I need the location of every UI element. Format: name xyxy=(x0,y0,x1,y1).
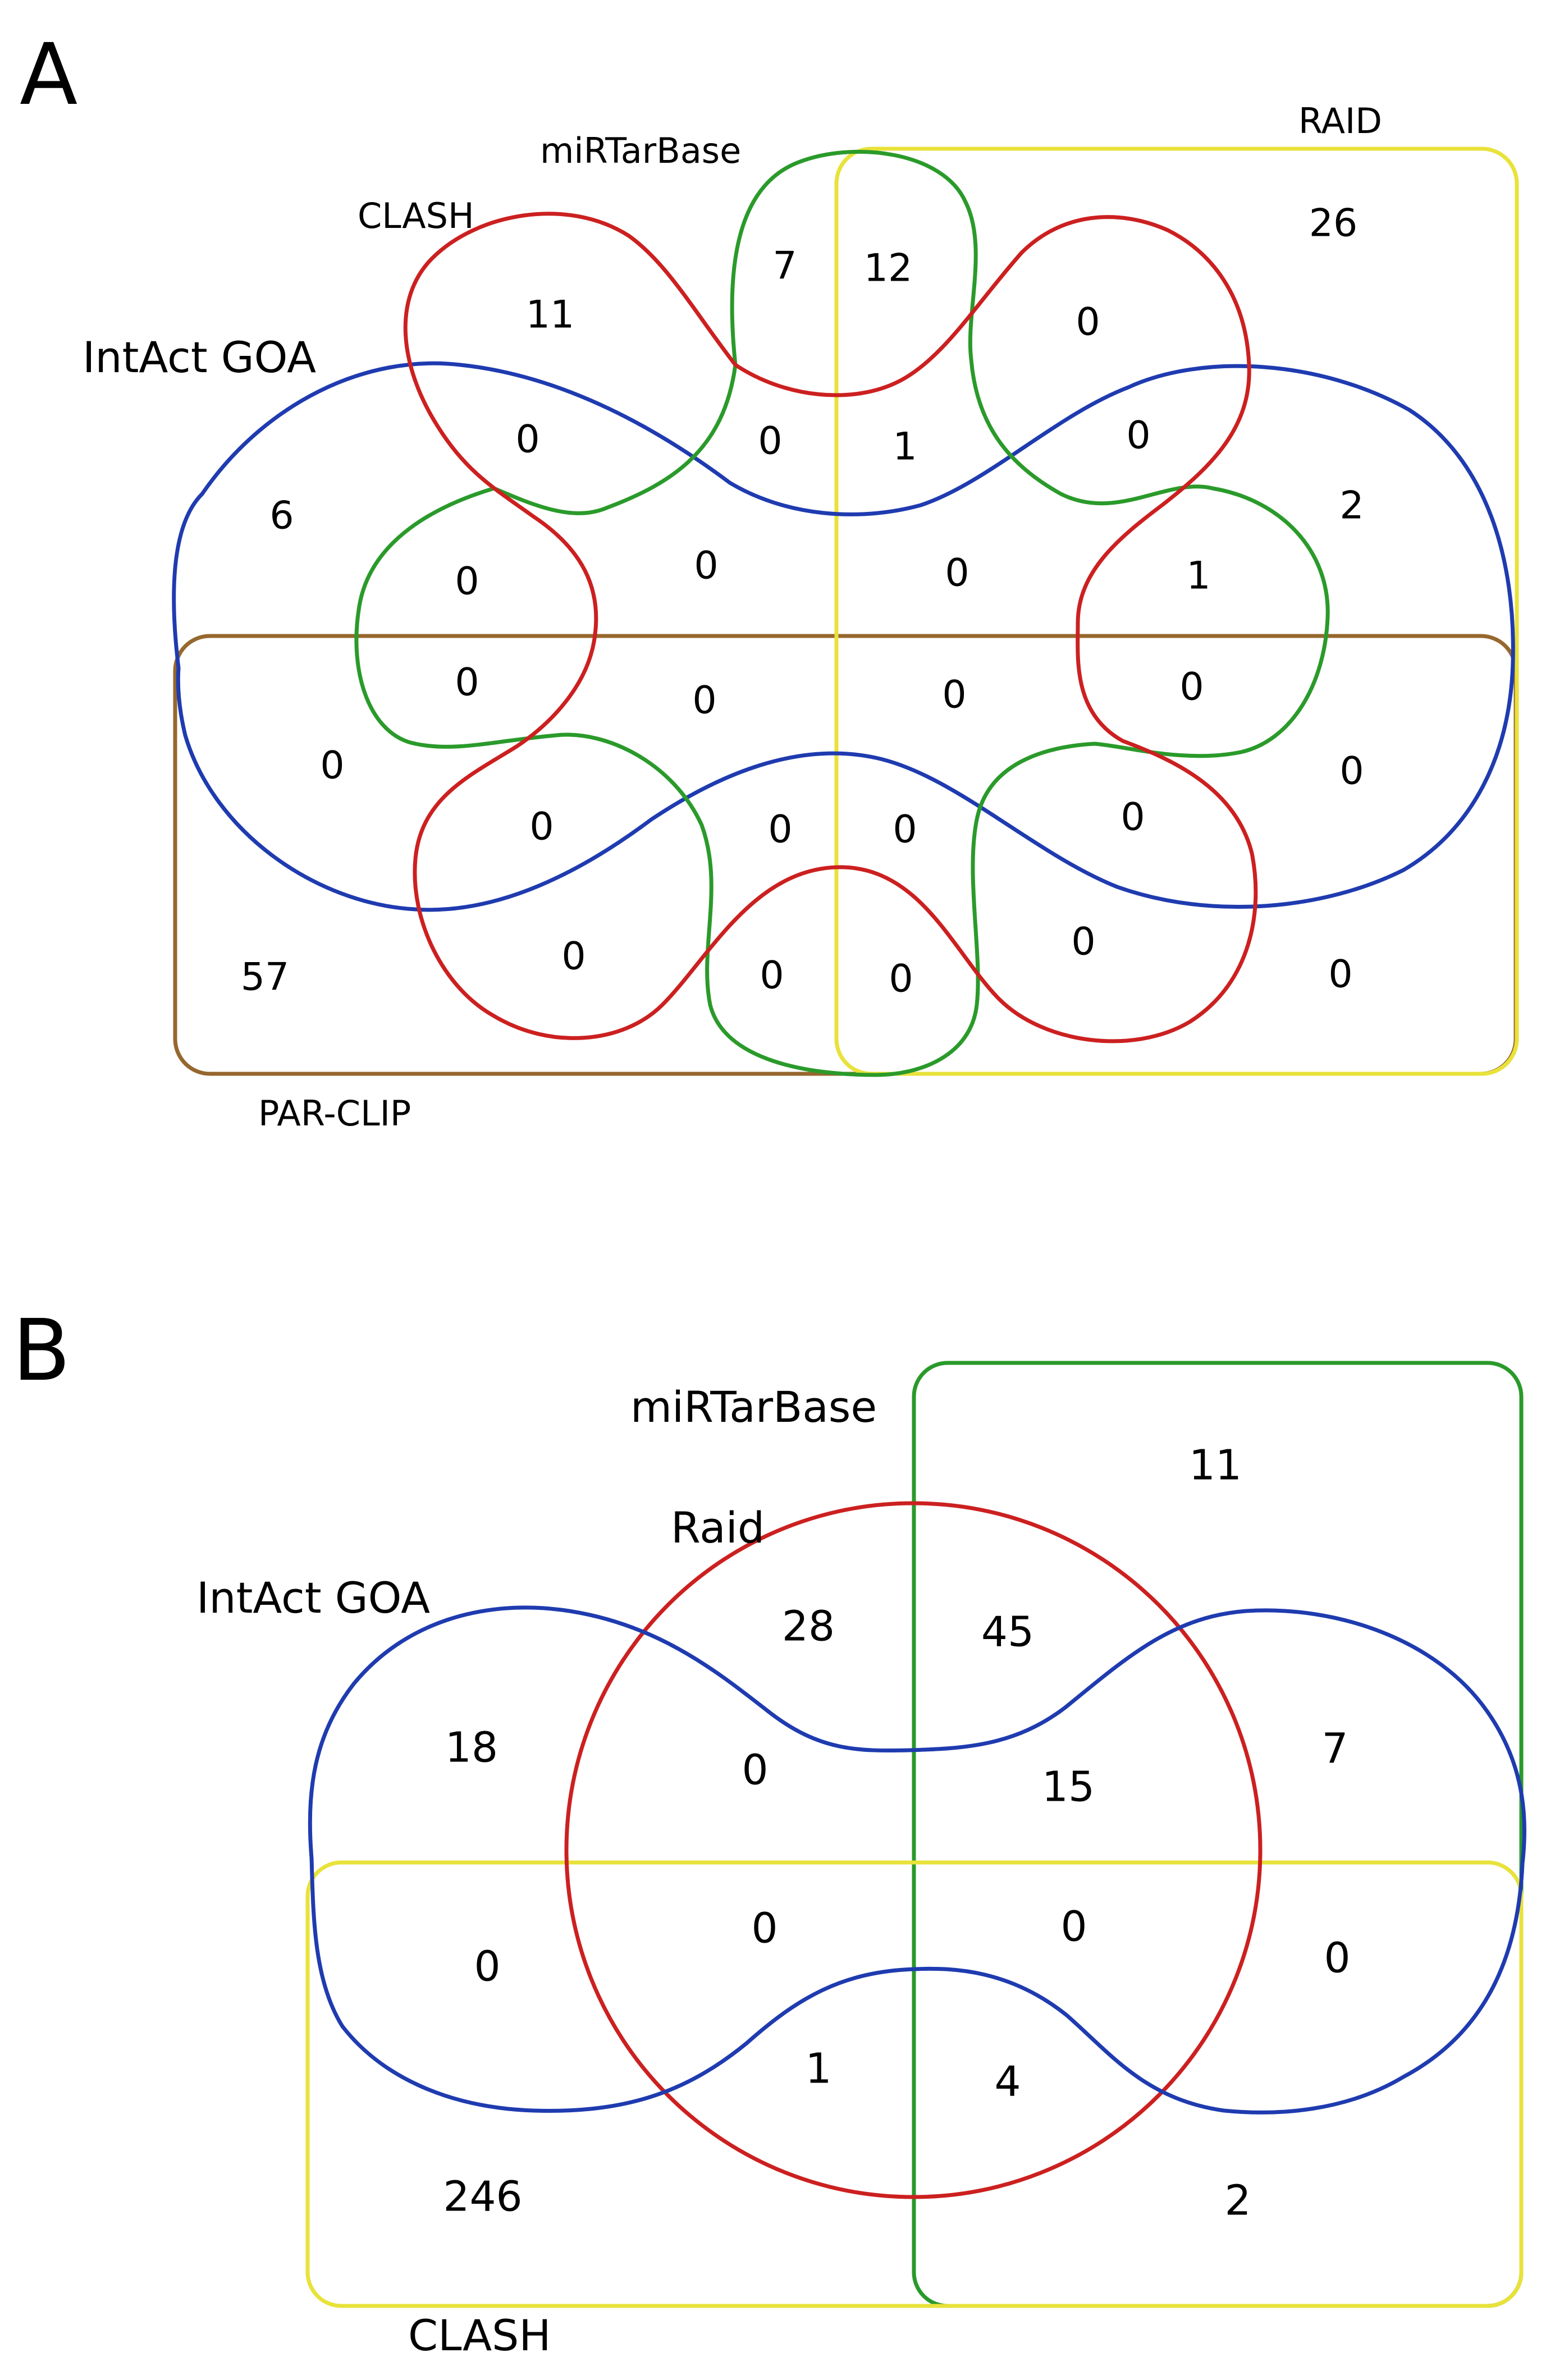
region-count: 0 xyxy=(1339,749,1364,794)
region-count: 2 xyxy=(1224,2177,1251,2225)
panel-b-letter: B xyxy=(12,1301,71,1400)
region-count: 1 xyxy=(805,2045,831,2093)
clash-label: CLASH xyxy=(358,195,474,236)
region-count: 0 xyxy=(694,544,718,588)
raid-set-outline xyxy=(564,1501,1263,2199)
region-count: 0 xyxy=(1120,795,1145,840)
region-count: 1 xyxy=(893,425,917,469)
panel-b-region-counts: 11 28 45 18 0 15 7 0 0 0 0 1 4 246 2 xyxy=(443,1441,1350,2225)
clash-label: CLASH xyxy=(408,2310,551,2360)
region-count: 0 xyxy=(945,551,969,596)
region-count: 0 xyxy=(889,957,913,1001)
mirtarbase-label: miRTarBase xyxy=(540,130,741,171)
panel-a-region-counts: 26 7 12 11 0 0 0 1 0 6 2 0 0 0 1 0 0 0 0… xyxy=(241,202,1364,1001)
region-count: 12 xyxy=(864,246,913,291)
region-count: 0 xyxy=(561,935,586,979)
region-count: 0 xyxy=(1328,953,1352,997)
panel-a: A miRTarBase RAID CLASH IntAct GOA PAR-C… xyxy=(20,25,1519,1134)
region-count: 0 xyxy=(1179,665,1204,710)
region-count: 0 xyxy=(1126,414,1150,458)
region-count: 0 xyxy=(893,808,917,852)
region-count: 0 xyxy=(758,419,782,464)
region-count: 7 xyxy=(772,244,797,289)
region-count: 18 xyxy=(445,1724,498,1772)
intact-label: IntAct GOA xyxy=(196,1573,430,1623)
region-count: 11 xyxy=(1189,1441,1242,1490)
clash-set-outline xyxy=(305,1860,1524,2308)
panel-b: B miRTarBase Raid IntAct GOA CLASH 11 28… xyxy=(12,1301,1526,2360)
region-count: 6 xyxy=(269,494,294,538)
intact-label: IntAct GOA xyxy=(83,332,316,382)
mirtarbase-set-outline xyxy=(912,1361,1524,2308)
region-count: 0 xyxy=(742,1746,768,1795)
region-count: 0 xyxy=(515,418,539,462)
region-count: 11 xyxy=(526,293,575,337)
raid-label: Raid xyxy=(671,1503,765,1553)
intact-set-outline xyxy=(308,1605,1526,2114)
clash-set-outline xyxy=(403,212,1258,1043)
region-count: 0 xyxy=(1324,1934,1350,1983)
region-count: 0 xyxy=(320,744,344,788)
region-count: 0 xyxy=(692,679,716,723)
region-count: 57 xyxy=(241,955,290,1000)
region-count: 0 xyxy=(768,808,792,852)
region-count: 0 xyxy=(1071,920,1095,964)
parclip-set-outline xyxy=(173,634,1518,1076)
region-count: 7 xyxy=(1321,1725,1348,1773)
region-count: 4 xyxy=(994,2058,1021,2106)
region-count: 2 xyxy=(1339,484,1364,528)
region-count: 0 xyxy=(942,673,966,717)
mirtarbase-set-outline-top xyxy=(354,149,1330,1077)
region-count: 0 xyxy=(760,954,784,998)
raid-set-outline xyxy=(834,147,1519,1076)
raid-label: RAID xyxy=(1298,100,1382,141)
region-count: 0 xyxy=(1076,300,1100,345)
region-count: 0 xyxy=(474,1943,500,1991)
region-count: 15 xyxy=(1042,1763,1095,1811)
region-count: 0 xyxy=(751,1905,778,1953)
region-count: 0 xyxy=(529,805,554,849)
region-count: 0 xyxy=(455,661,479,705)
mirtarbase-label: miRTarBase xyxy=(630,1382,877,1432)
region-count: 26 xyxy=(1309,202,1358,246)
parclip-label: PAR-CLIP xyxy=(258,1093,411,1134)
region-count: 246 xyxy=(443,2173,522,2221)
region-count: 1 xyxy=(1186,554,1210,598)
region-count: 28 xyxy=(782,1603,835,1651)
region-count: 0 xyxy=(455,560,479,604)
panel-a-letter: A xyxy=(20,25,77,124)
intact-set-outline xyxy=(172,361,1515,912)
region-count: 45 xyxy=(981,1608,1034,1656)
region-count: 0 xyxy=(1060,1903,1087,1951)
